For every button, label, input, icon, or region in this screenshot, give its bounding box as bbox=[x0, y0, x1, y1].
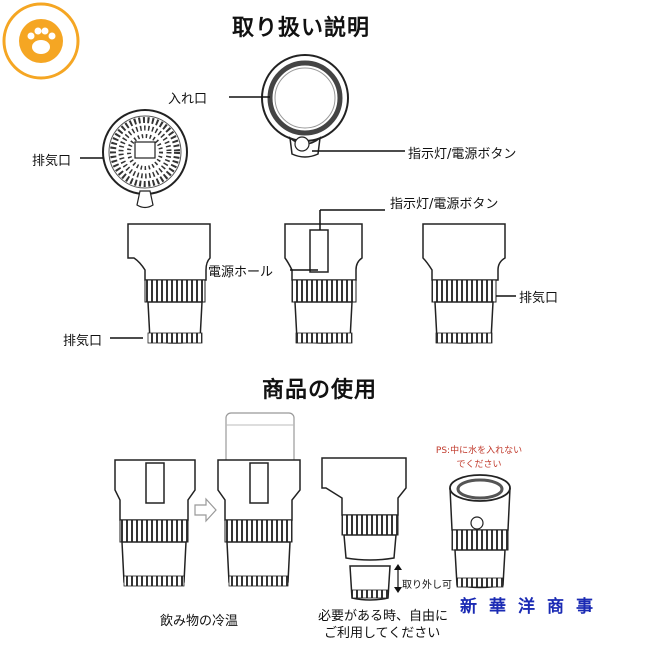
usage-cup-4-perspective bbox=[449, 474, 511, 589]
arrow-right bbox=[194, 497, 217, 523]
indicator-power-label-top: 指示灯/電源ボタン bbox=[408, 147, 517, 162]
side-view-middle bbox=[284, 209, 385, 344]
caption-use-freely-line-2: ご利用してください bbox=[324, 626, 441, 641]
usage-cup-1 bbox=[114, 459, 196, 587]
indicator-power-label-middle: 指示灯/電源ボタン bbox=[390, 197, 499, 212]
power-hole-label: 電源ホール bbox=[208, 265, 274, 280]
caption-use-freely-line-1: 必要がある時、自由に bbox=[318, 609, 449, 624]
top-view-ring bbox=[229, 54, 405, 158]
usage-cup-3-removable-base bbox=[321, 457, 407, 601]
instructions-title: 取り扱い説明 bbox=[232, 16, 371, 41]
removable-label: 取り外し可 bbox=[402, 580, 452, 591]
exhaust-label-right: 排気口 bbox=[519, 291, 559, 306]
exhaust-label-left: 排気口 bbox=[32, 154, 72, 169]
inlet-label: 入れ口 bbox=[168, 92, 208, 107]
usage-cup-2-with-can bbox=[217, 412, 301, 587]
side-view-left bbox=[110, 223, 211, 344]
usage-title: 商品の使用 bbox=[262, 378, 378, 403]
brand-name: 新華洋商事 bbox=[460, 597, 605, 617]
side-view-right bbox=[422, 223, 516, 344]
ps-note-line-1: PS:中に水を入れない bbox=[435, 446, 523, 456]
logo-badge bbox=[2, 2, 80, 80]
caption-drink-cooling-warming: 飲み物の冷温 bbox=[160, 614, 239, 629]
ps-note-line-2: でください bbox=[456, 460, 502, 470]
bottom-view-grill bbox=[80, 109, 188, 209]
exhaust-label-bottom: 排気口 bbox=[63, 334, 103, 349]
ps-note: PS:中に水を入れない でください bbox=[418, 444, 540, 472]
